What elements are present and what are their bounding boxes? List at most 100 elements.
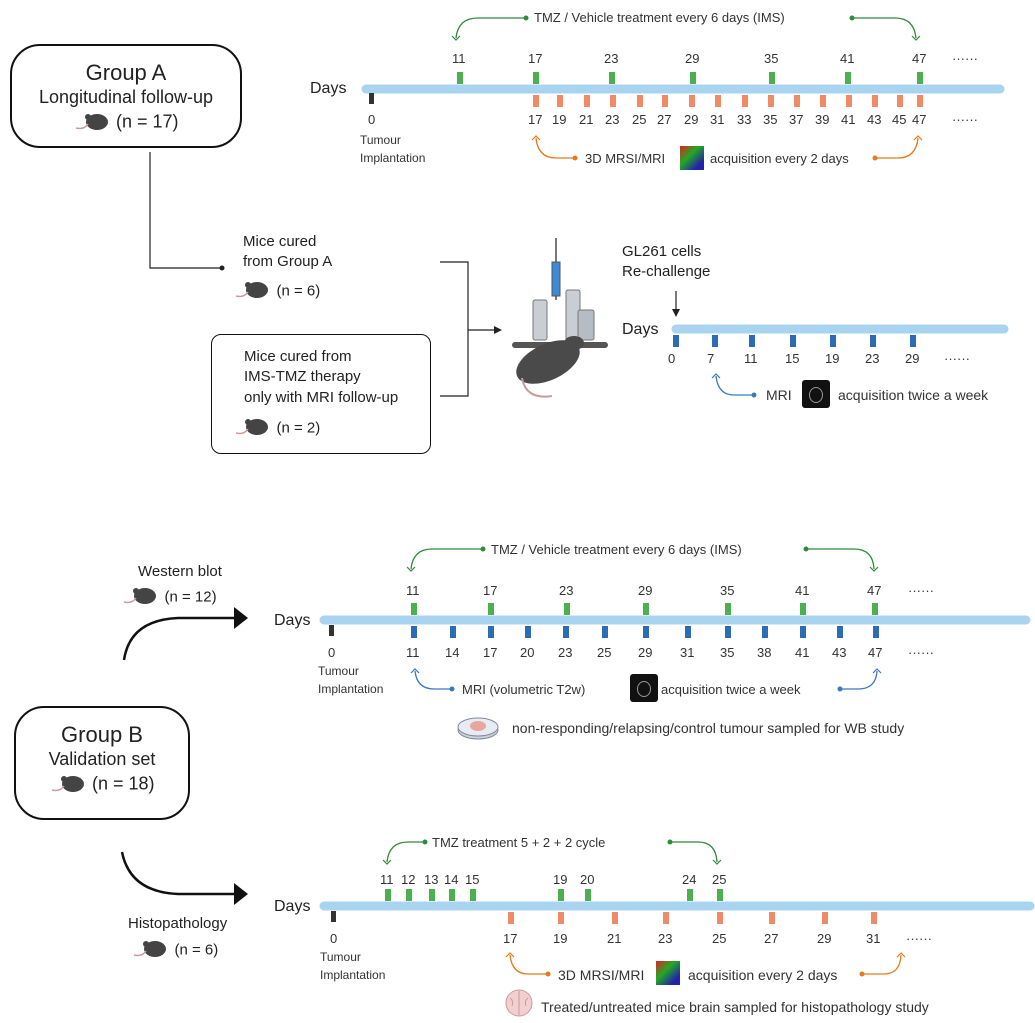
western-bottom-tick-label: 17 [483, 645, 498, 660]
western-top-tick-mark [643, 603, 649, 615]
histo-bottom-tick-label: 21 [607, 931, 622, 946]
groupA-bottom-tick-mark [715, 95, 721, 107]
groupA-ellipsis-top: ······ [952, 51, 978, 66]
groupA-bottom-tick-mark [768, 95, 774, 107]
histo-top-tick-mark [717, 889, 723, 901]
cured-fromA-label: Mice cured from Group A [243, 233, 333, 271]
western-bottom-tick-label: 38 [757, 645, 772, 660]
rechallenge-label: GL261 cells Re-challenge [622, 243, 711, 281]
western-bottom-tick-mark [488, 626, 494, 638]
western-bottom-tick-label: 31 [680, 645, 695, 660]
western-bottom-tick-mark [411, 626, 417, 638]
groupA-bottom-tick-mark [794, 95, 800, 107]
histo-bottom-tick-mark [717, 912, 723, 924]
western-ellipsis-bottom: ······ [908, 645, 934, 660]
cured-ims-count: (n = 2) [276, 419, 321, 437]
mri-scan-icon [802, 380, 830, 408]
histo-note: Treated/untreated mice brain sampled for… [541, 999, 929, 1015]
western-top-tick-mark [564, 603, 570, 615]
groupA-bottom-tick-mark [742, 95, 748, 107]
western-top-tick-mark [725, 603, 731, 615]
groupA-top-label: TMZ / Vehicle treatment every 6 days (IM… [534, 10, 785, 25]
histo-zero: 0 [330, 931, 338, 946]
histo-days-label: Days [274, 898, 311, 915]
groupA-bottom-tick-mark [917, 95, 923, 107]
western-bottom-tick-mark [837, 626, 843, 638]
groupA-top-tick-label: 17 [528, 51, 543, 66]
western-mri-b: acquisition twice a week [661, 682, 801, 697]
western-zero: 0 [328, 645, 336, 660]
histo-top-label: TMZ treatment 5 + 2 + 2 cycle [432, 835, 606, 850]
western-wb-note: non-responding/relapsing/control tumour … [512, 720, 905, 736]
mouse-icon [122, 584, 160, 611]
groupA-bottom-tick-mark [610, 95, 616, 107]
western-bottom-tick-mark [563, 626, 569, 638]
histo-top-tick-label: 13 [424, 872, 439, 887]
groupA-title: Group A [85, 60, 167, 85]
western-tumour: Tumour [318, 664, 359, 678]
histo-bottom-tick-label: 25 [712, 931, 727, 946]
rechallenge-tick-mark [790, 335, 796, 347]
western-top-tick-mark [411, 603, 417, 615]
groupA-top-tick-label: 11 [452, 51, 466, 66]
histo-bottom-tick-label: 17 [503, 931, 518, 946]
groupA-bottom-tick-label: 29 [684, 112, 699, 127]
western-bottom-tick-label: 20 [520, 645, 535, 660]
histo-bottom-tick-mark [769, 912, 775, 924]
western-bottom-tick-mark [725, 626, 731, 638]
groupA-top-tick-label: 35 [764, 51, 779, 66]
rechallenge-mri-b: acquisition twice a week [838, 387, 989, 403]
western-top-tick-label: 35 [720, 583, 735, 598]
rechallenge-days-label: Days [622, 321, 659, 338]
western-bottom-tick-mark [525, 626, 531, 638]
groupA-days-label: Days [310, 80, 347, 97]
mrsi-map-icon [680, 146, 704, 170]
histo-top-tick-label: 15 [465, 872, 480, 887]
histo-bottom-tick-mark [612, 912, 618, 924]
groupA-top-tick-label: 41 [840, 51, 855, 66]
histo-top-tick-mark [406, 889, 412, 901]
western-top-tick-label: 11 [406, 583, 420, 598]
histo-top-tick-label: 25 [712, 872, 727, 887]
groupA-bottom-tick-label: 19 [552, 112, 567, 127]
petri-dish-icon [456, 714, 500, 742]
western-top-tick-label: 23 [559, 583, 574, 598]
groupA-bottom-tick-label: 25 [632, 112, 647, 127]
groupA-bottom-tick-label: 47 [912, 112, 927, 127]
histo-top-tick-label: 24 [682, 872, 697, 887]
western-top-tick-label: 41 [795, 583, 810, 598]
histo-top-tick-mark [429, 889, 435, 901]
mouse-icon [50, 772, 88, 799]
groupA-bottom-tick-label: 31 [710, 112, 725, 127]
western-arrow [122, 616, 234, 661]
rechallenge-tick-label: 19 [825, 351, 840, 366]
rechallenge-tick-mark [749, 335, 755, 347]
groupA-bottom-tick-label: 33 [737, 112, 752, 127]
rechallenge-tick-label: 11 [744, 351, 758, 366]
groupA-top-tick-mark [845, 72, 851, 84]
groupB-count: (n = 18) [91, 773, 155, 794]
western-implantation: Implantation [318, 682, 384, 696]
groupA-bottom-tick-label: 27 [657, 112, 672, 127]
groupA-zero: 0 [368, 112, 376, 127]
histo-bottom-tick-mark [663, 912, 669, 924]
groupA-top-tick-mark [690, 72, 696, 84]
western-bottom-tick-label: 23 [558, 645, 573, 660]
groupA-connector [149, 152, 222, 269]
groupA-bottom-tick-mark [584, 95, 590, 107]
histo-bottom-label-a: 3D MRSI/MRI [558, 967, 645, 983]
histo-ellipsis: ······ [906, 931, 932, 946]
brain-icon [504, 988, 534, 1018]
rechallenge-tick-label: 7 [707, 351, 715, 366]
western-implant-mark [329, 625, 334, 636]
histo-bottom-tick-mark [871, 912, 877, 924]
cured-ims-box: Mice cured from IMS-TMZ therapy only wit… [211, 334, 431, 454]
histo-top-tick-label: 12 [401, 872, 416, 887]
western-bottom-tick-mark [800, 626, 806, 638]
histo-bottom-tick-mark [558, 912, 564, 924]
stereotaxic-illustration [512, 238, 608, 398]
rechallenge-tick-mark [910, 335, 916, 347]
western-top-tick-mark [800, 603, 806, 615]
cured-fromA-count: (n = 6) [276, 282, 321, 300]
